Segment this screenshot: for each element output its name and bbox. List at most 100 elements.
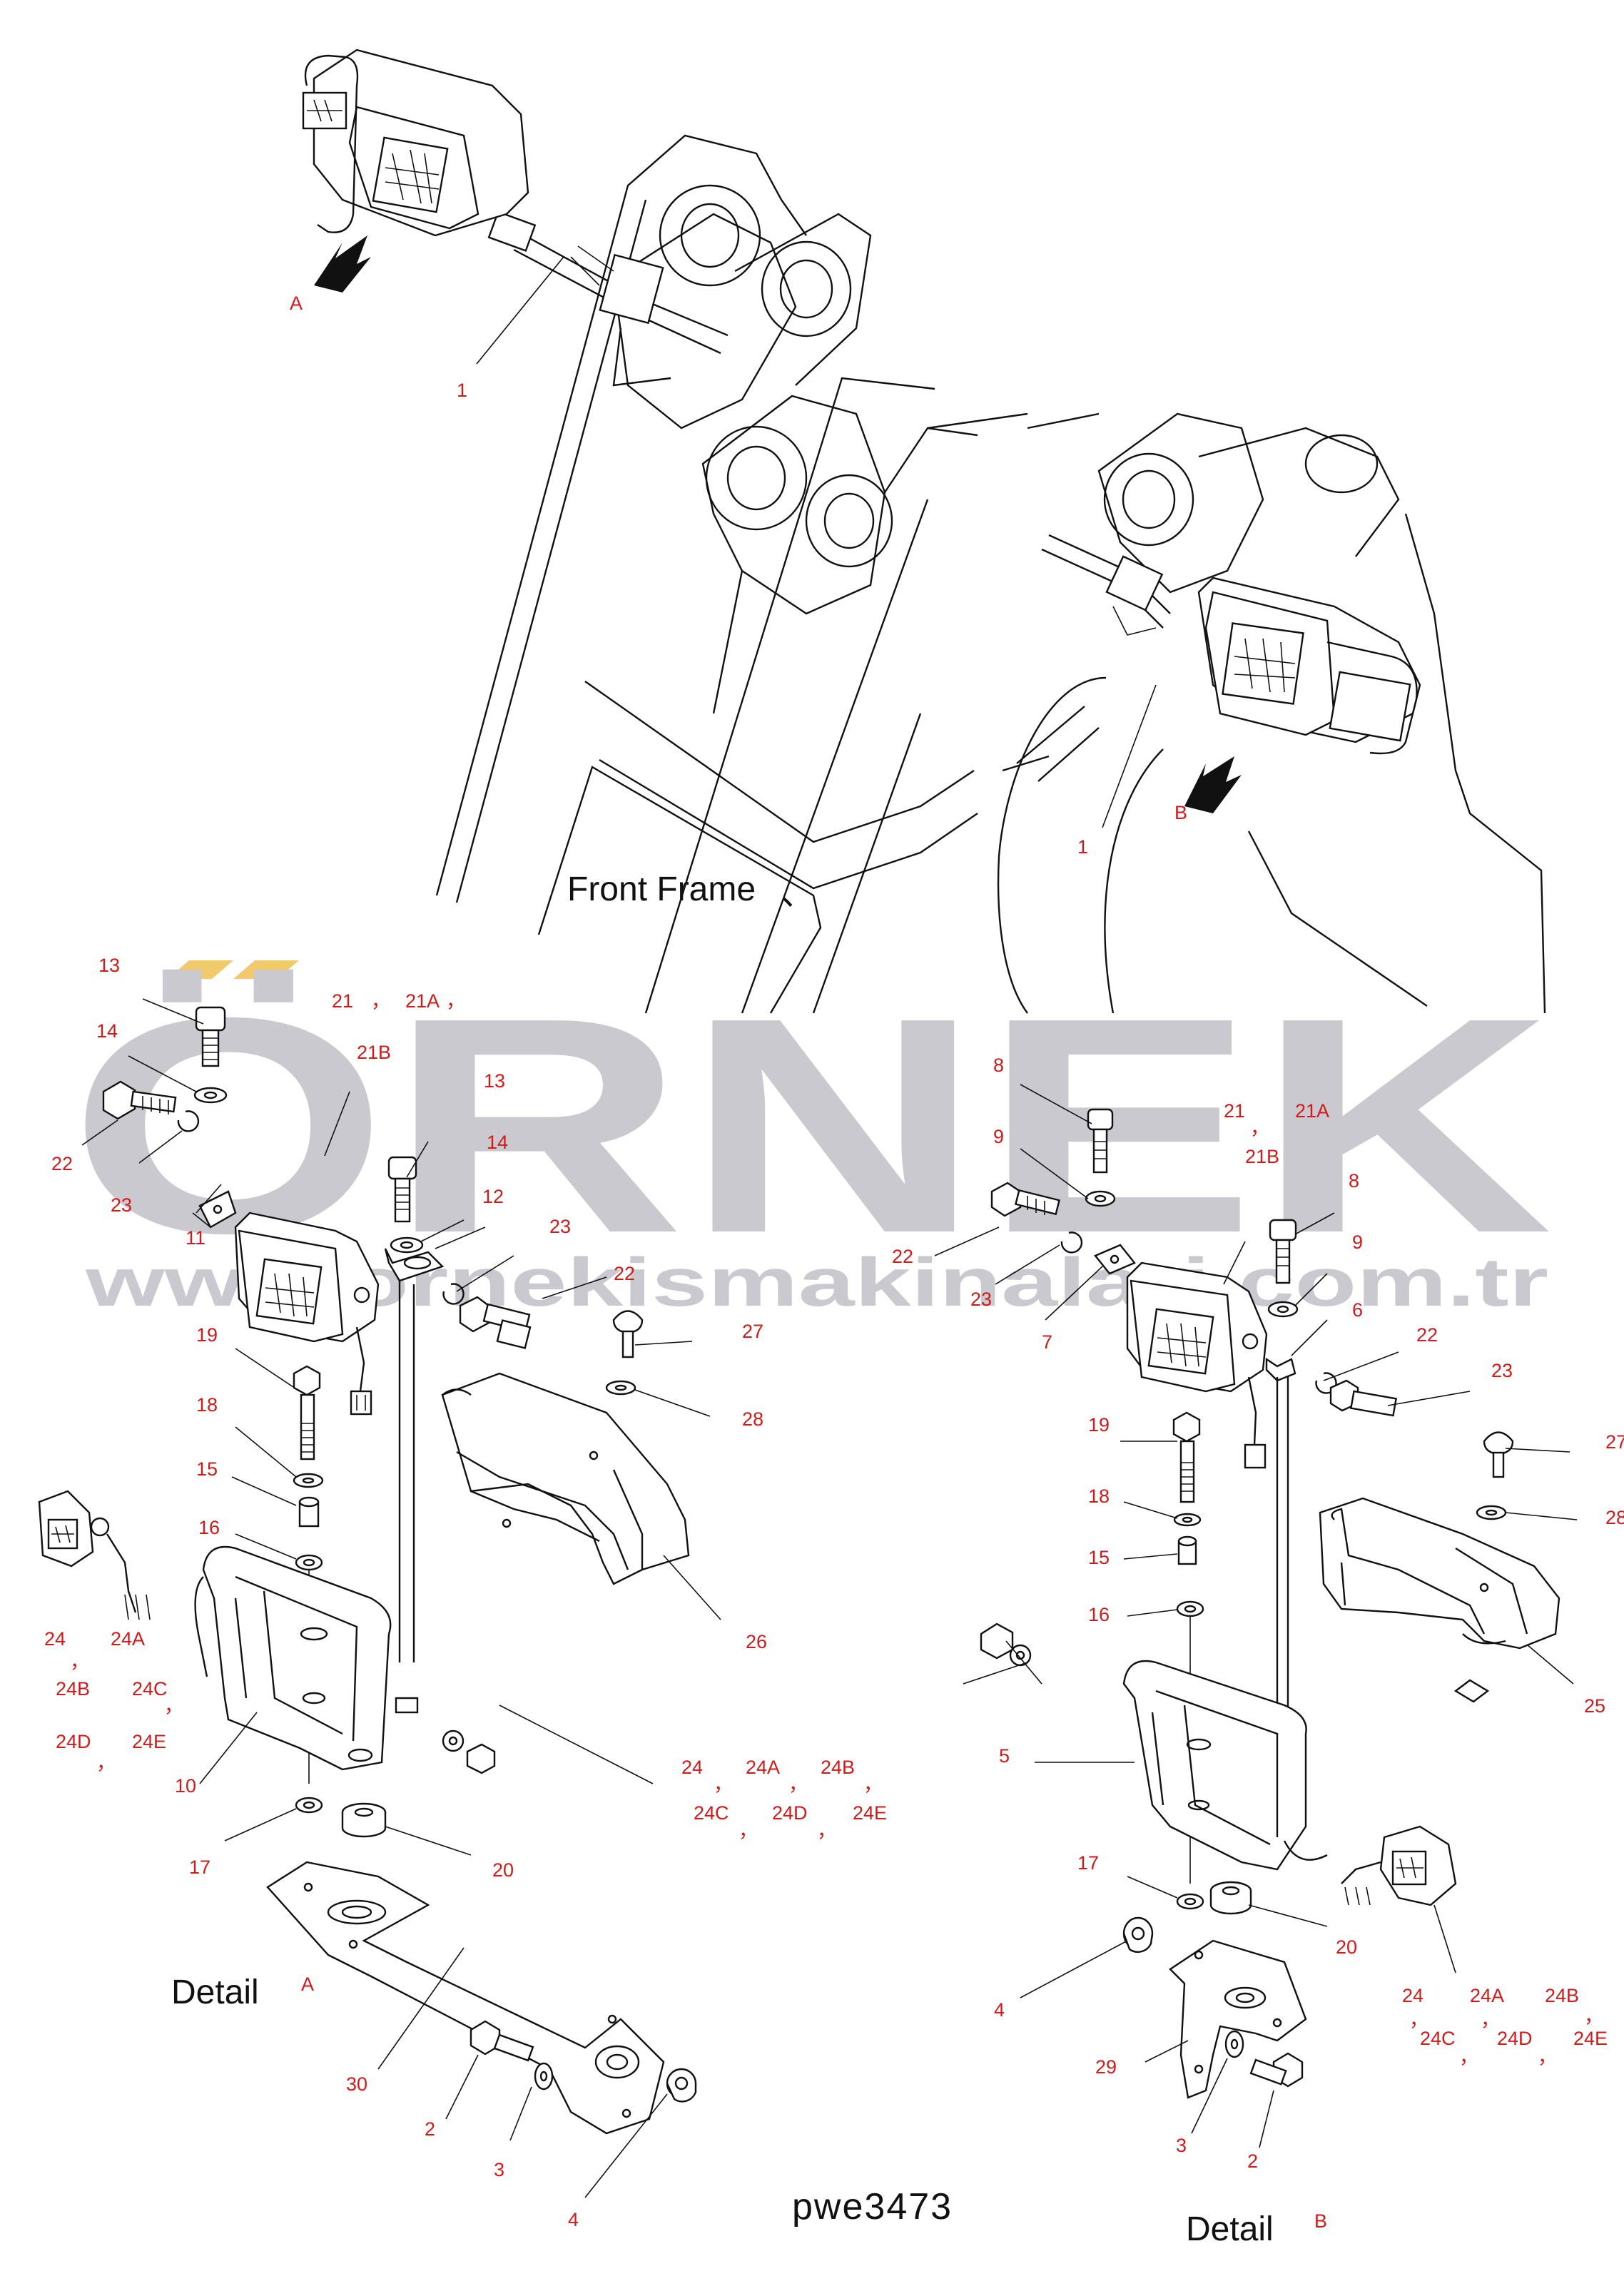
work-lamp-a-top <box>302 49 529 237</box>
view-label-a: A <box>290 293 303 314</box>
callout-b-18: 18 <box>1088 1485 1110 1507</box>
front-frame-drawing <box>435 134 1546 1014</box>
callout-b-23b: 23 <box>1491 1360 1513 1381</box>
callout-a-24B: 24B <box>56 1678 90 1700</box>
callout-a-24C-r: 24C <box>694 1802 729 1824</box>
callout-b-21B: 21B <box>1245 1146 1279 1167</box>
callout-b-28: 28 <box>1605 1507 1624 1528</box>
callout-a-21: 21 <box>332 990 353 1012</box>
callout-a-18: 18 <box>196 1394 218 1416</box>
callout-a-26: 26 <box>746 1631 767 1652</box>
callout-a-21B: 21B <box>357 1042 391 1063</box>
front-frame-label: Front Frame <box>567 870 756 908</box>
callout-b-23: 23 <box>970 1289 992 1310</box>
detail-a-leaders <box>81 998 721 2198</box>
callout-b-3: 3 <box>1176 2135 1187 2156</box>
callout-a-3: 3 <box>494 2159 504 2180</box>
callout-b-6: 6 <box>1352 1299 1363 1321</box>
callout-b-24E: 24E <box>1573 2028 1608 2049</box>
callout-a-15: 15 <box>196 1458 218 1480</box>
work-lamp-b-top <box>1197 576 1421 755</box>
callout-b-15: 15 <box>1088 1547 1110 1568</box>
detail-a-letter: A <box>301 1973 314 1995</box>
callout-b-7: 7 <box>1042 1331 1052 1353</box>
callout-b-comma-3: ， <box>1481 2009 1500 2031</box>
callout-a-23: 23 <box>111 1194 132 1216</box>
callout-b-9b: 9 <box>1352 1231 1363 1253</box>
callout-a-22b: 22 <box>614 1263 635 1284</box>
callout-a-24A: 24A <box>111 1628 145 1650</box>
callout-b-21A: 21A <box>1295 1100 1329 1122</box>
callout-a-comma-6: ， <box>714 1774 733 1795</box>
callout-b-27: 27 <box>1605 1431 1624 1453</box>
detail-b-drawing <box>980 1108 1560 2099</box>
callout-b-21: 21 <box>1224 1100 1245 1122</box>
callout-a-10: 10 <box>175 1775 196 1797</box>
callout-b-comma-2: ， <box>1409 2009 1428 2031</box>
drawing-code: pwe3473 <box>792 2186 953 2227</box>
callout-b-2: 2 <box>1247 2150 1258 2172</box>
front-frame-mark: 、 <box>781 875 815 913</box>
callout-top-1b: 1 <box>1077 836 1088 858</box>
callout-b-9: 9 <box>993 1126 1004 1147</box>
view-label-b: B <box>1174 802 1187 823</box>
callout-a-comma-3: ， <box>70 1651 89 1672</box>
callout-a-30: 30 <box>346 2073 367 2095</box>
callout-a-4: 4 <box>568 2209 579 2230</box>
callout-a-23b: 23 <box>549 1216 571 1237</box>
callout-a-14: 14 <box>96 1020 118 1042</box>
callout-b-17: 17 <box>1077 1852 1099 1874</box>
callout-a-24A-r: 24A <box>746 1757 780 1778</box>
callout-b-22: 22 <box>892 1246 913 1267</box>
detail-b-leaders <box>934 1084 1578 2148</box>
callout-b-24D: 24D <box>1497 2028 1533 2049</box>
callout-a-12: 12 <box>482 1186 504 1207</box>
callout-a-24D: 24D <box>56 1731 91 1752</box>
callout-b-24A: 24A <box>1470 1985 1504 2006</box>
detail-a-callouts: 13 14 22 23 11 21 ， 21A ， 21B 13 14 12 2… <box>44 955 887 2230</box>
view-arrow-b-icon <box>1184 756 1242 813</box>
callout-a-24E: 24E <box>132 1731 166 1752</box>
callout-a-24-r: 24 <box>681 1757 703 1778</box>
detail-a-drawing <box>38 1006 697 2135</box>
callout-a-comma-10: ， <box>817 1820 836 1842</box>
callout-a-24: 24 <box>44 1628 66 1650</box>
callout-a-27: 27 <box>742 1321 763 1342</box>
detail-b-callouts: 8 9 22 23 7 21 ， 21A 21B 8 9 6 22 23 27 … <box>892 1055 1624 2172</box>
callout-b-5: 5 <box>999 1745 1010 1767</box>
callout-b-22b: 22 <box>1416 1324 1438 1346</box>
callout-a-comma-1: ， <box>371 990 390 1012</box>
detail-b-letter: B <box>1314 2210 1327 2232</box>
callout-a-11: 11 <box>186 1227 205 1249</box>
callout-a-22: 22 <box>51 1153 73 1174</box>
callout-a-17: 17 <box>189 1856 210 1878</box>
callout-b-4: 4 <box>994 1999 1005 2021</box>
callout-a-comma-5: ， <box>96 1752 116 1774</box>
callout-a-24D-r: 24D <box>772 1802 808 1824</box>
callout-b-24: 24 <box>1402 1985 1423 2006</box>
callout-a-comma-2: ， <box>446 990 465 1012</box>
detail-a-label: Detail <box>171 1973 259 2011</box>
view-arrow-a-icon <box>314 235 371 293</box>
callout-a-comma-4: ， <box>164 1695 183 1717</box>
callout-b-24B: 24B <box>1545 1985 1579 2006</box>
callout-a-24B-r: 24B <box>821 1757 855 1778</box>
callout-a-comma-7: ， <box>788 1774 808 1795</box>
callout-a-13: 13 <box>98 955 120 976</box>
callout-a-14b: 14 <box>487 1132 508 1153</box>
callout-a-20: 20 <box>492 1859 514 1881</box>
callout-top-1a: 1 <box>457 380 467 401</box>
callout-a-24E-r: 24E <box>853 1802 887 1824</box>
callout-a-16: 16 <box>198 1517 220 1538</box>
callout-b-24C: 24C <box>1420 2028 1456 2049</box>
watermark-accent-icon <box>168 960 299 979</box>
callout-b-19: 19 <box>1088 1414 1110 1436</box>
callout-a-2: 2 <box>425 2118 435 2140</box>
callout-a-24C: 24C <box>132 1678 168 1700</box>
detail-b-label: Detail <box>1186 2210 1274 2248</box>
callout-a-19: 19 <box>196 1324 218 1346</box>
callout-b-8: 8 <box>993 1055 1004 1076</box>
callout-b-16: 16 <box>1088 1604 1110 1625</box>
callout-b-8b: 8 <box>1349 1170 1359 1192</box>
